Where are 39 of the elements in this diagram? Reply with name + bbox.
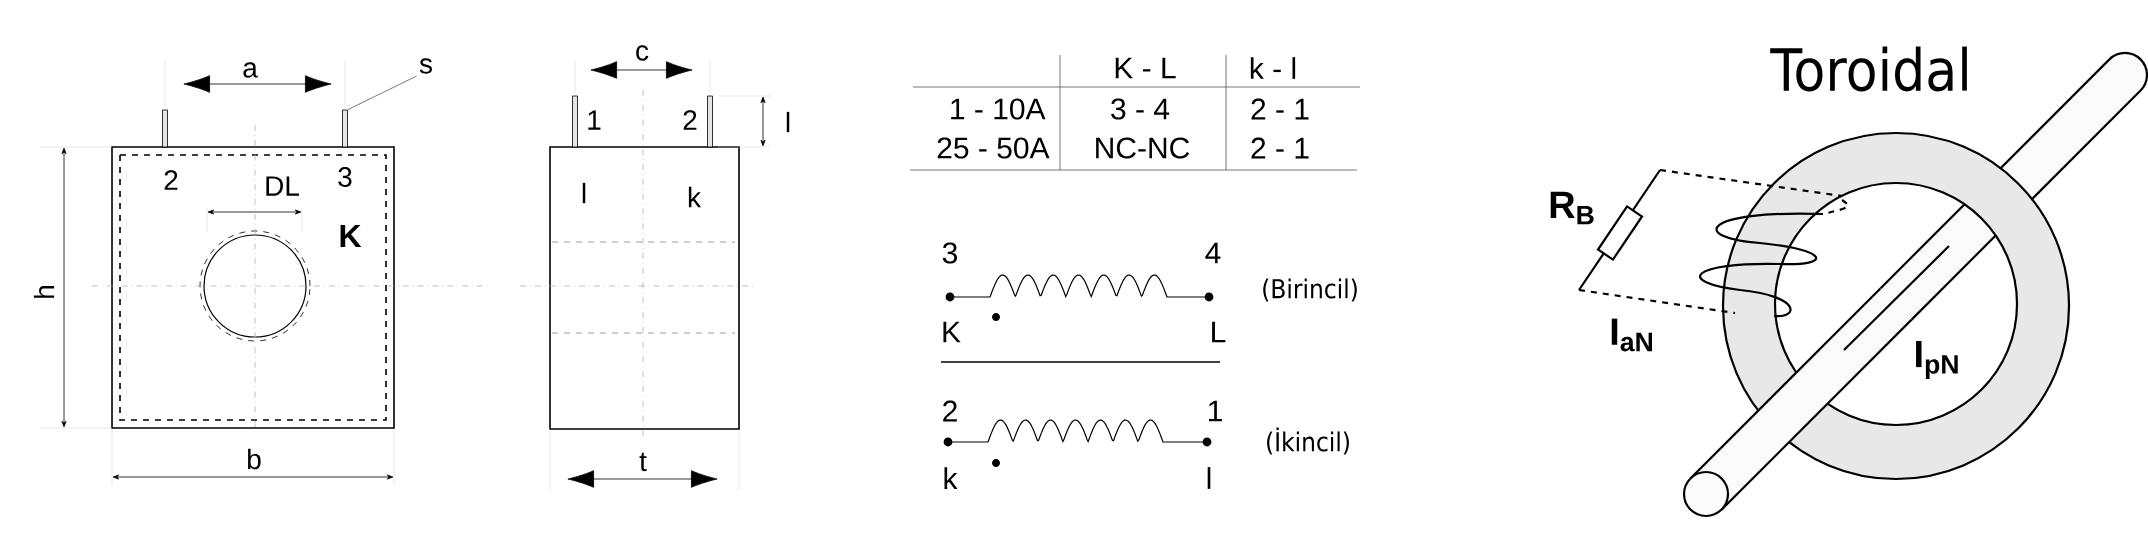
dimension-label: l: [786, 111, 790, 133]
marking-letter: K: [340, 225, 362, 247]
table-header: k - l: [1250, 57, 1296, 79]
terminal-letter: k: [944, 467, 958, 489]
terminal-letter: k: [688, 186, 702, 208]
dimension-label: s: [419, 58, 432, 74]
terminal-letter: K: [943, 321, 961, 343]
terminal-number: 4: [1205, 242, 1221, 264]
winding-label: (Birincil): [1263, 278, 1357, 302]
symbol-label: R$_{B}$: [1550, 191, 1594, 225]
winding-label: (İkincil): [1267, 427, 1349, 455]
dimension-label: b: [248, 448, 261, 470]
terminal-number: 1: [588, 110, 601, 130]
leader-line: [347, 75, 417, 110]
table-cell: 2 - 1: [1251, 98, 1309, 120]
table-header: K - L: [1115, 57, 1176, 79]
terminal-number: 2: [164, 170, 178, 190]
terminal-letter: l: [582, 182, 586, 204]
dimension-label: h: [33, 286, 55, 298]
terminal-number: 2: [683, 110, 697, 130]
terminal-letter: L: [1212, 321, 1226, 343]
table-cell: NC-NC: [1096, 137, 1190, 159]
terminal-number: 1: [1208, 400, 1222, 422]
terminal-letter: l: [1207, 467, 1211, 489]
terminal-pin: [342, 109, 348, 148]
dimension-label: c: [636, 45, 649, 61]
table-cell: 3 - 4: [1111, 98, 1170, 120]
symbol-label: I$_{aN}$: [1611, 318, 1652, 352]
terminal-number: 2: [943, 400, 957, 422]
table-cell: 25 - 50A: [937, 137, 1050, 159]
dimension-label: t: [639, 452, 647, 472]
terminal-number: 3: [942, 242, 958, 264]
symbol-label: I$_{pN}$: [1916, 341, 1958, 380]
heading: Toroidal: [1770, 46, 1967, 92]
dimension-label: DL: [266, 176, 299, 196]
table-cell: 2 - 1: [1251, 137, 1309, 159]
dimension-label: a: [243, 62, 258, 78]
table-cell: 1 - 10A: [951, 98, 1046, 120]
terminal-number: 3: [338, 167, 352, 187]
